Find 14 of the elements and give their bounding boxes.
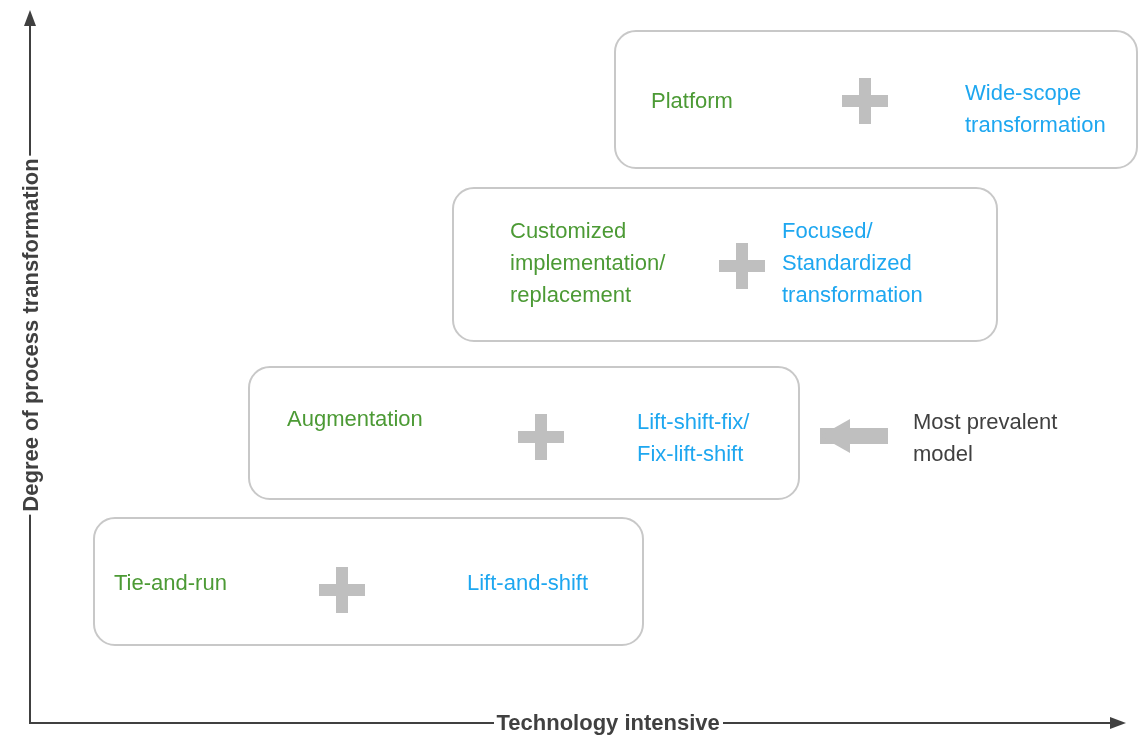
approach-name: Lift-and-shift bbox=[467, 569, 590, 597]
note-text: Most prevalent model bbox=[913, 408, 1059, 468]
rounded-card bbox=[452, 187, 998, 342]
approach-name: Lift-shift-fix/ Fix-lift-shift bbox=[637, 408, 751, 468]
approach-name: Wide-scope transformation bbox=[965, 79, 1107, 139]
model-name: Augmentation bbox=[287, 405, 424, 433]
rounded-card bbox=[614, 30, 1138, 169]
approach-name: Focused/ Standardized transformation bbox=[782, 217, 924, 309]
model-name: Platform bbox=[651, 87, 734, 115]
block-arrow bbox=[820, 419, 888, 453]
model-name: Customized implementation/ replacement bbox=[510, 217, 667, 309]
model-name: Tie-and-run bbox=[114, 569, 228, 597]
rounded-card bbox=[248, 366, 800, 500]
rounded-card bbox=[93, 517, 644, 646]
